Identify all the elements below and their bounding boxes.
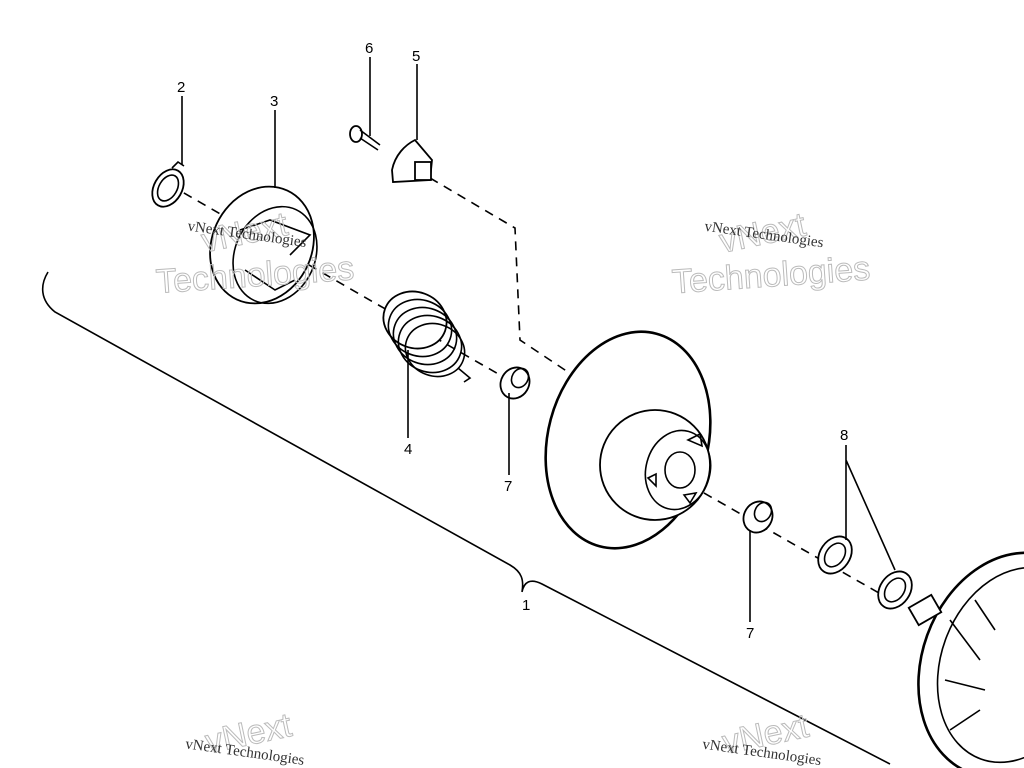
callout-4: 4 (404, 441, 412, 458)
part-4-spring (382, 290, 472, 383)
callout-7a: 7 (504, 478, 512, 495)
watermark-4: vNext vNext Technologies (701, 706, 822, 768)
part-5-button (391, 138, 433, 183)
part-7-bushing-b (742, 500, 774, 534)
watermark-3: vNext vNext Technologies (184, 706, 305, 768)
part-8-washers (817, 535, 913, 610)
part5-axis (429, 177, 581, 381)
part-2-snap-ring (151, 160, 185, 208)
group-bracket (41, 271, 891, 765)
callout-6: 6 (365, 40, 373, 57)
part-6-screw (349, 125, 381, 151)
callout-5: 5 (412, 48, 420, 65)
assembly-axis-2 (689, 484, 901, 606)
callout-8: 8 (840, 427, 848, 444)
callout-2: 2 (177, 79, 185, 96)
part-7-bushing-a (499, 366, 531, 400)
fixed-sheave (907, 551, 1024, 768)
leader-lines (181, 57, 896, 622)
watermark-2: vNext Technologies vNext Technologies (670, 205, 872, 302)
callout-3: 3 (270, 93, 278, 110)
callout-7b: 7 (746, 625, 754, 642)
moveable-sheave (544, 330, 712, 550)
part-3-cam (209, 185, 318, 305)
callout-1: 1 (522, 597, 530, 614)
watermark-big-2: Technologies (155, 249, 356, 301)
watermark-big-2: Technologies (671, 250, 872, 302)
